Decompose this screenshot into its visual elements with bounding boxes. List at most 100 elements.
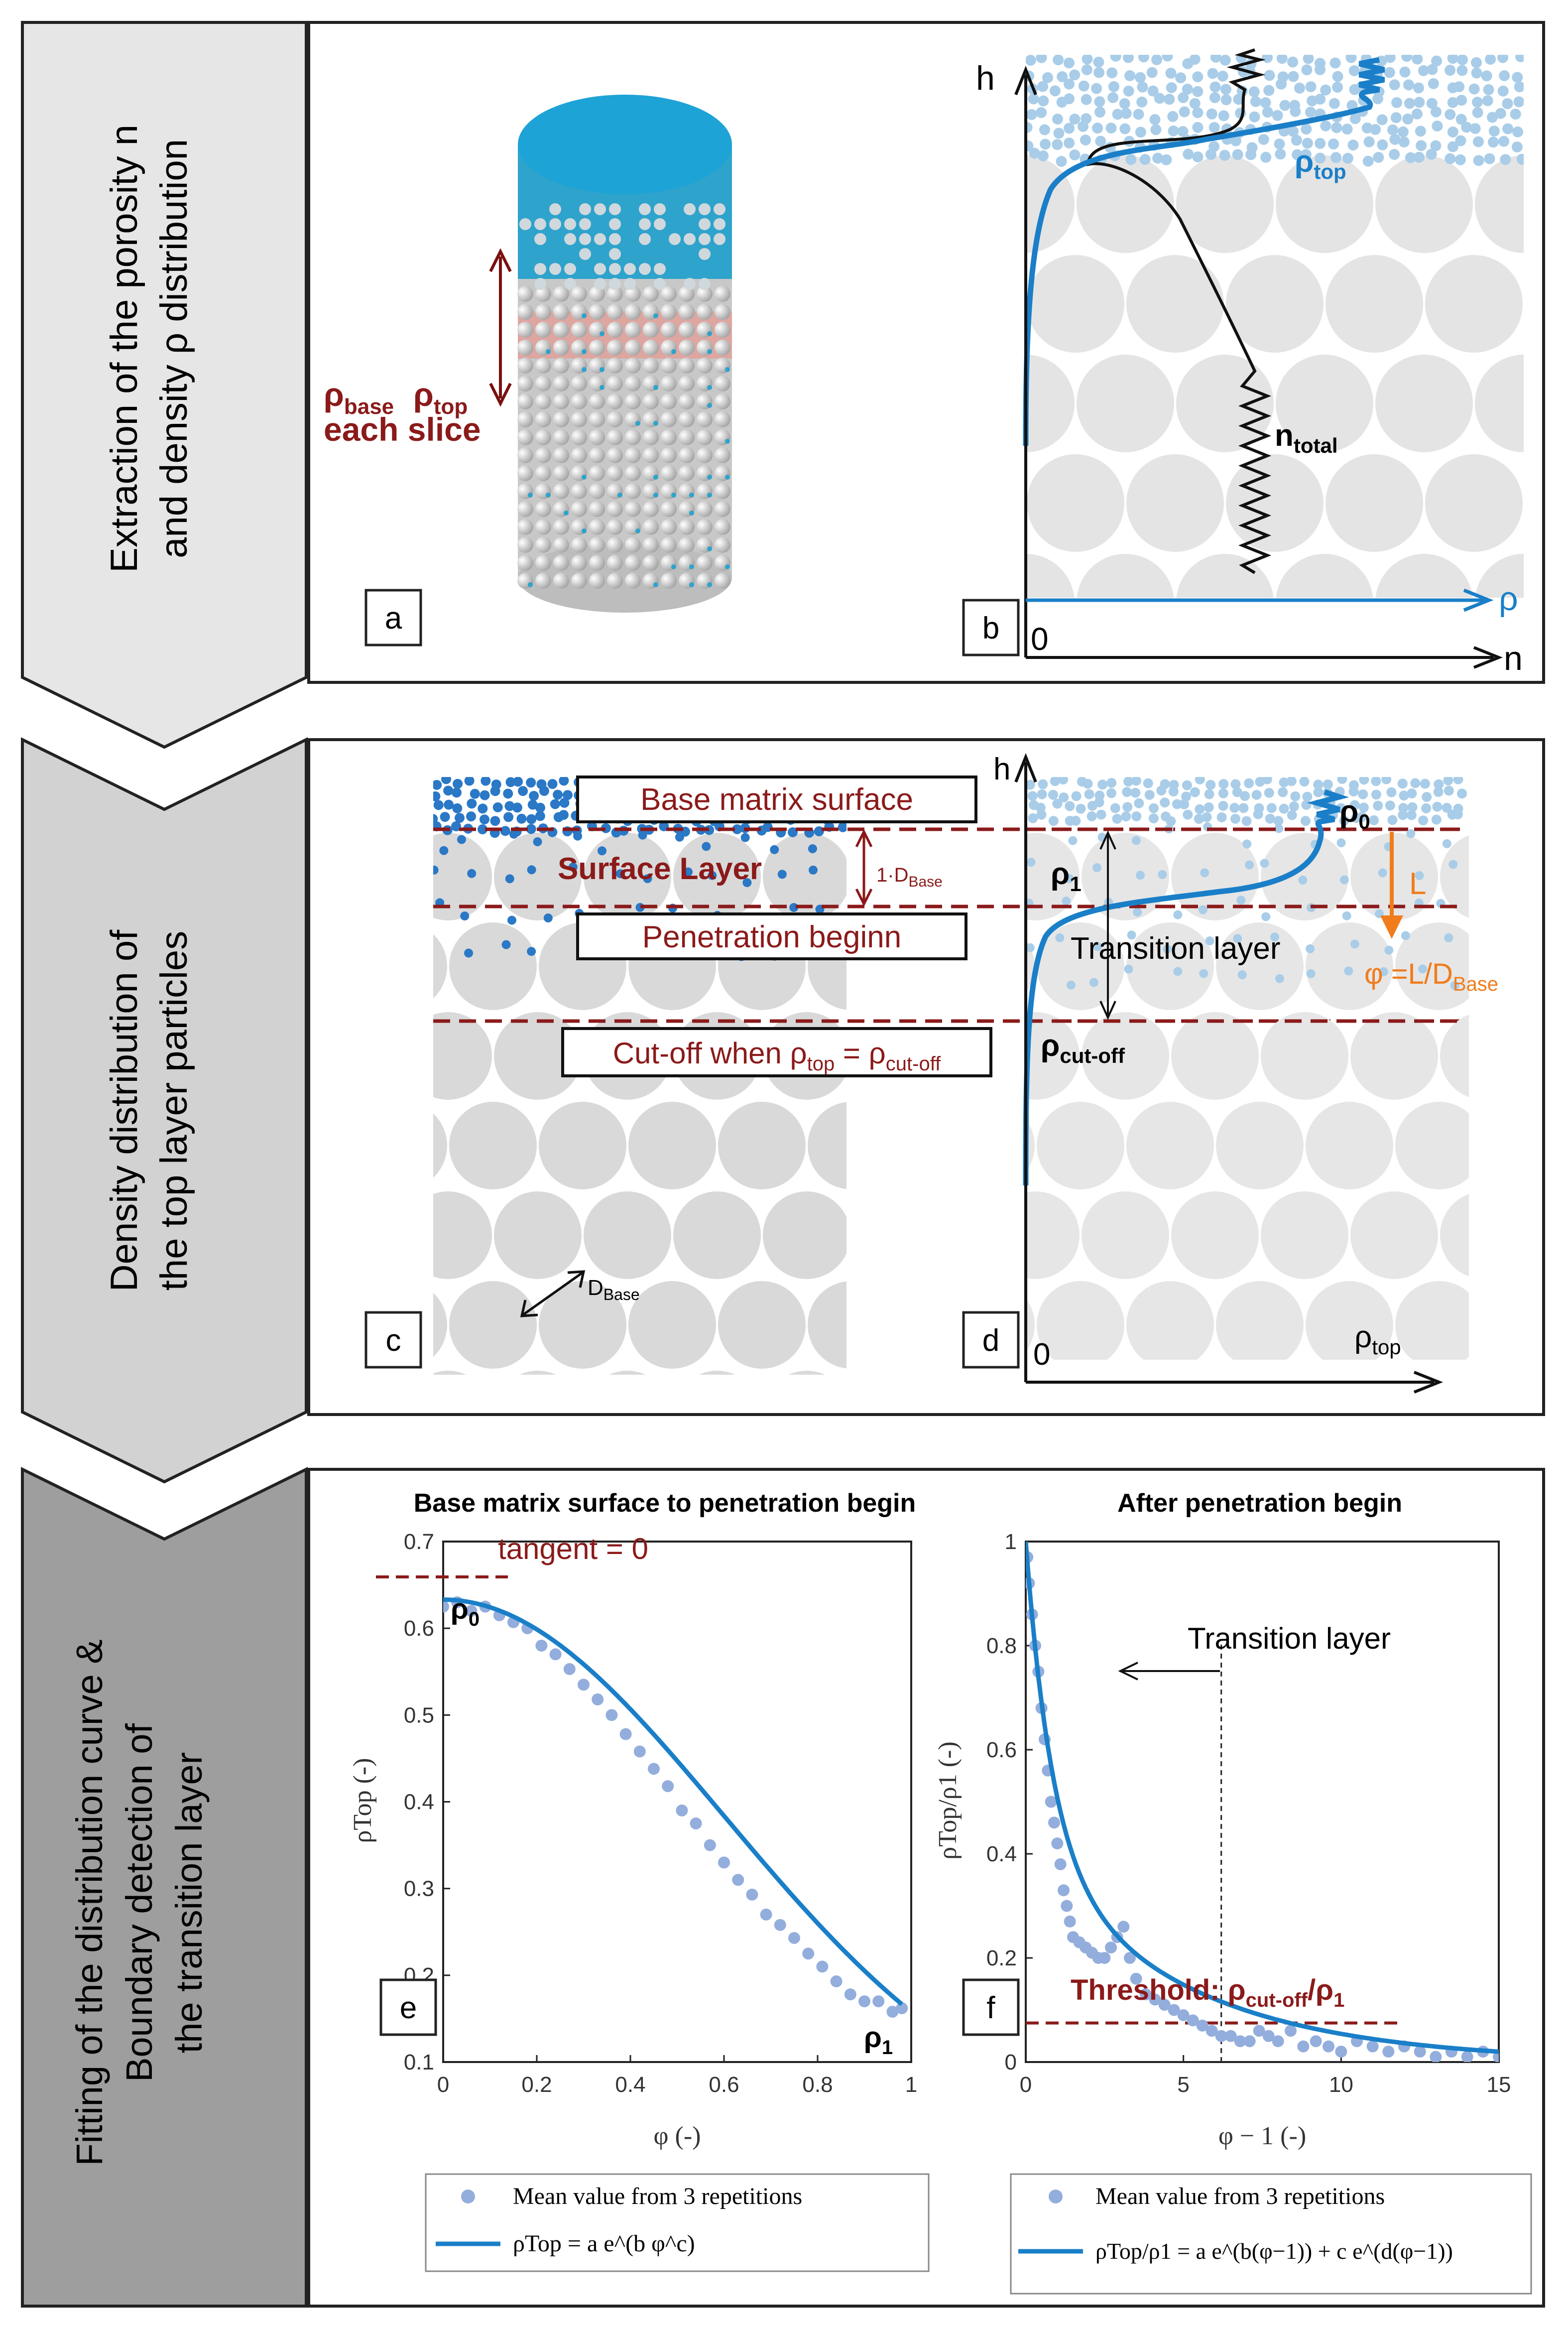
top-particle [1112, 109, 1123, 120]
cylinder-fine-particle [689, 511, 694, 516]
cylinder-fine-particle [725, 439, 730, 444]
top-particle [1431, 814, 1442, 825]
top-particle [1064, 93, 1075, 105]
top-particle [1487, 136, 1499, 148]
top-particle [1078, 80, 1089, 92]
cylinder-particle [535, 519, 551, 535]
chart-f-fit-line [1026, 1542, 1499, 2054]
cylinder-fine-particle [707, 349, 712, 354]
top-particle [1026, 943, 1035, 952]
top-particle [1069, 114, 1081, 125]
top-particle [1202, 812, 1212, 822]
cylinder-fine-particle [707, 582, 712, 587]
rho1-label-d: ρ1 [1051, 857, 1082, 896]
top-particle [1398, 803, 1409, 813]
top-particle [1455, 135, 1466, 146]
base-particle [1395, 1281, 1469, 1360]
cylinder-particle [699, 233, 711, 245]
top-particle [1485, 55, 1496, 65]
base-particle [1440, 1194, 1469, 1277]
top-particle [1397, 778, 1408, 789]
top-particle [1371, 777, 1381, 786]
top-particle [1470, 57, 1482, 68]
top-particle [1389, 133, 1401, 145]
top-particle [1413, 82, 1424, 94]
base-particle [1276, 155, 1373, 253]
cylinder-particle [553, 483, 569, 499]
cylinder-particle [571, 573, 587, 589]
cylinder-particle [579, 248, 591, 260]
cylinder-particle [553, 573, 569, 589]
box-penetration-text: Penetration beginn [642, 920, 902, 954]
top-particle [1369, 815, 1379, 825]
base-particle [718, 1102, 806, 1189]
cylinder-particle [697, 304, 713, 320]
top-particle [1069, 149, 1081, 161]
rho0-label-d: ρ0 [1339, 794, 1370, 833]
top-particle [481, 777, 491, 786]
top-particle [1245, 860, 1254, 870]
top-particle [539, 786, 549, 796]
data-point [760, 1908, 772, 1921]
cylinder-particle [517, 555, 533, 571]
top-particle [1195, 777, 1205, 784]
top-particle [1279, 803, 1289, 814]
base-particle [1027, 454, 1124, 552]
data-point [886, 2005, 899, 2018]
top-particle [1272, 110, 1283, 121]
top-particle [505, 777, 516, 787]
cylinder-particle [553, 304, 569, 320]
top-particle [1453, 81, 1465, 93]
top-particle [1238, 803, 1249, 813]
box-cutoff [561, 1027, 992, 1077]
top-particle [1122, 787, 1132, 797]
top-particle [453, 778, 463, 789]
cylinder-particle [661, 304, 677, 320]
top-particle [439, 846, 449, 855]
cylinder-fine-particle [707, 385, 712, 390]
cylinder-particle [607, 376, 623, 391]
box-penetration [576, 912, 967, 960]
top-particle [1487, 112, 1498, 123]
cylinder-particle [661, 322, 677, 338]
top-particle [526, 777, 536, 788]
side-label-3-line3: the transition layer [168, 1752, 210, 2054]
top-particle [1426, 148, 1437, 160]
top-particle [1303, 55, 1314, 64]
top-particle [1483, 84, 1494, 96]
cylinder-particle [517, 304, 533, 320]
top-particle [1376, 114, 1388, 126]
top-particle [513, 777, 523, 787]
top-particle [1106, 777, 1117, 788]
transition-layer-label-d: Transition layer [1071, 931, 1281, 966]
top-particle [1204, 789, 1214, 799]
cylinder-particle [607, 322, 623, 338]
cylinder-particle [535, 537, 551, 553]
data-point [563, 1663, 576, 1676]
base-particle [1171, 1191, 1259, 1279]
top-particle [1062, 897, 1071, 906]
top-particle [787, 827, 798, 837]
data-point [1234, 2035, 1246, 2048]
top-particle [1106, 788, 1117, 798]
top-particle [1512, 126, 1524, 137]
cylinder-particle [679, 447, 695, 463]
top-particle [1373, 152, 1384, 163]
top-particle [1313, 779, 1324, 790]
top-particle [535, 802, 545, 813]
axis-h-b-label: h [976, 59, 995, 97]
base-particle [1375, 355, 1473, 452]
y-tick-label: 0.6 [986, 1738, 1017, 1762]
top-particle [1244, 778, 1254, 788]
cylinder-particle [625, 555, 641, 571]
top-particle [1329, 57, 1341, 69]
cylinder-particle [517, 501, 533, 517]
data-point [1224, 2030, 1237, 2042]
top-particle [1389, 79, 1400, 91]
data-point [1196, 2019, 1208, 2032]
top-particle [1313, 787, 1324, 797]
data-point [633, 1745, 646, 1758]
base-particle [1306, 922, 1393, 1010]
chart-f-threshold-label: Threshold: ρcut-off/ρ1 [1071, 1974, 1344, 2011]
top-particle [1260, 151, 1272, 163]
